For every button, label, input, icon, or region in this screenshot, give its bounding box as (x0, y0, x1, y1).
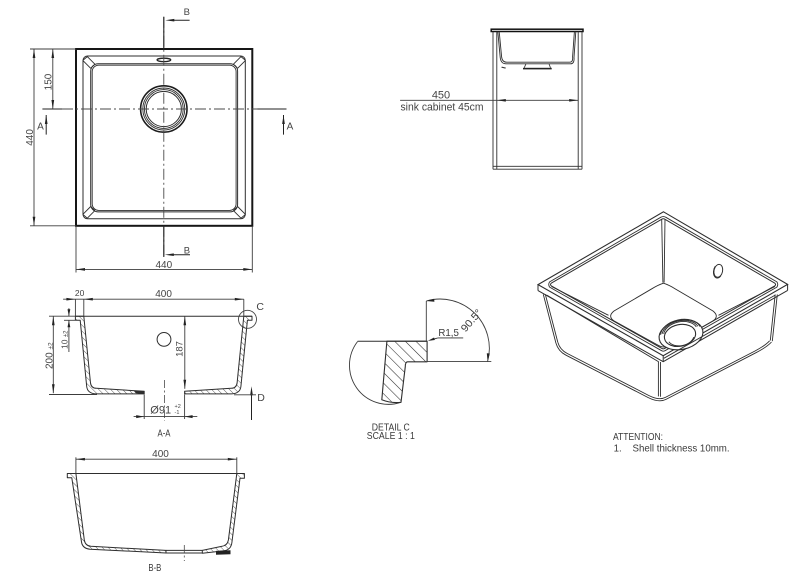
svg-text:10 ±2: 10 ±2 (59, 330, 69, 349)
svg-text:B: B (184, 7, 190, 18)
svg-text:1. Shell thickness 10mm.: 1. Shell thickness 10mm. (614, 443, 730, 455)
svg-text:B: B (184, 246, 190, 257)
svg-text:Ø91: Ø91 (150, 405, 171, 417)
svg-text:D: D (257, 392, 265, 404)
svg-text:C: C (256, 301, 264, 313)
svg-text:200 ±2: 200 ±2 (44, 342, 55, 369)
svg-text:sink cabinet 45cm: sink cabinet 45cm (401, 102, 484, 114)
svg-text:B-B: B-B (148, 562, 161, 574)
svg-text:440: 440 (25, 129, 36, 146)
svg-text:+2: +2 (175, 404, 181, 410)
svg-text:ATTENTION:: ATTENTION: (613, 431, 663, 443)
svg-text:450: 450 (432, 89, 450, 101)
svg-text:150: 150 (44, 73, 55, 90)
svg-text:400: 400 (152, 449, 169, 460)
svg-text:20: 20 (75, 288, 85, 298)
svg-text:440: 440 (155, 260, 172, 271)
svg-text:R1,5: R1,5 (438, 327, 459, 339)
svg-text:SCALE 1 : 1: SCALE 1 : 1 (367, 430, 415, 442)
svg-text:400: 400 (155, 289, 172, 300)
svg-text:A: A (37, 121, 44, 132)
svg-text:A: A (287, 121, 294, 132)
svg-text:A-A: A-A (158, 428, 171, 440)
svg-text:DETAIL C: DETAIL C (372, 422, 410, 434)
svg-text:-1: -1 (175, 410, 180, 416)
svg-text:187: 187 (174, 341, 185, 357)
